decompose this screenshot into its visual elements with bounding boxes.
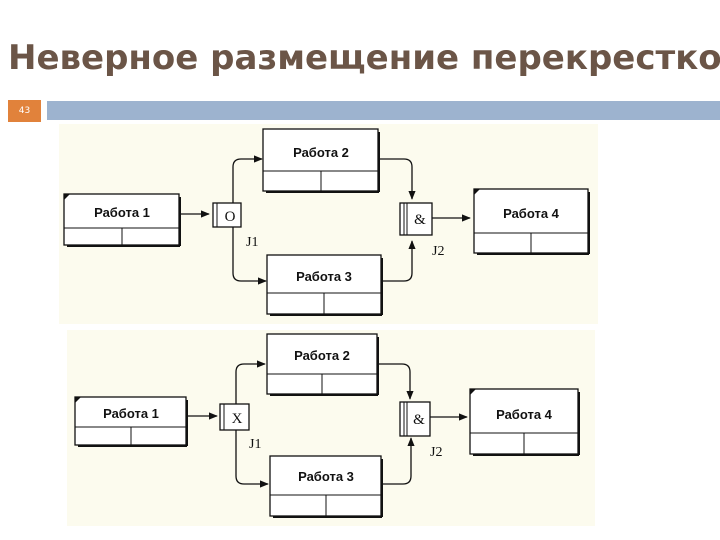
process-box-work-3: Работа 3 xyxy=(269,455,383,518)
box-label: Работа 4 xyxy=(503,206,560,221)
box-label: Работа 4 xyxy=(496,407,553,422)
process-box-work-1: Работа 1 xyxy=(74,396,188,447)
process-box-work-2: Работа 2 xyxy=(262,128,380,193)
diagram-top: Работа 1 Работа 2 Работа 3 xyxy=(63,128,590,316)
junction-symbol: & xyxy=(414,212,426,228)
junction-j2-and: & J2 xyxy=(399,401,442,460)
box-label: Работа 3 xyxy=(296,269,352,284)
junction-symbol: X xyxy=(232,411,243,427)
junction-j1-or: O J1 xyxy=(212,202,258,250)
box-label: Работа 2 xyxy=(294,348,350,363)
junction-symbol: O xyxy=(225,209,236,225)
junction-j1-xor: X J1 xyxy=(219,403,261,452)
process-box-work-3: Работа 3 xyxy=(266,254,383,316)
junction-ref-label: J1 xyxy=(249,437,261,452)
process-box-work-2: Работа 2 xyxy=(266,333,379,396)
process-box-work-1: Работа 1 xyxy=(63,193,181,247)
box-label: Работа 1 xyxy=(103,406,159,421)
page-number-badge: 43 xyxy=(8,100,41,122)
box-label: Работа 2 xyxy=(293,145,349,160)
title-accent-bar xyxy=(47,101,720,120)
junction-ref-label: J2 xyxy=(432,244,444,259)
junction-symbol: & xyxy=(413,412,425,428)
process-box-work-4: Работа 4 xyxy=(473,188,590,255)
slide-title: Неверное размещение перекрестков xyxy=(8,38,720,78)
junction-ref-label: J2 xyxy=(430,445,442,460)
process-box-work-4: Работа 4 xyxy=(469,388,580,456)
box-label: Работа 1 xyxy=(94,205,150,220)
box-label: Работа 3 xyxy=(298,469,354,484)
junction-ref-label: J1 xyxy=(246,235,258,250)
junction-j2-and: & J2 xyxy=(399,202,444,259)
diagram-bottom: Работа 1 Работа 2 Работа 3 xyxy=(74,333,580,518)
